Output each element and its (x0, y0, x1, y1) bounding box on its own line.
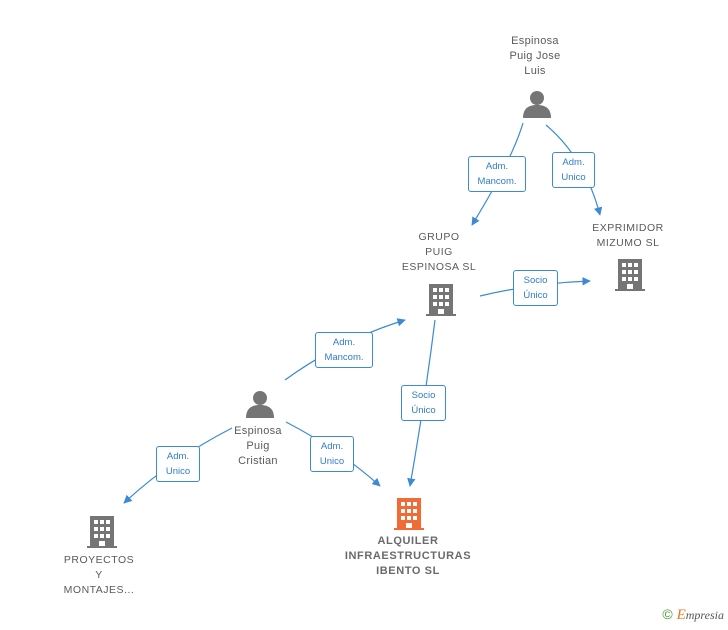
node-label-line: Luis (524, 65, 546, 77)
empresia-logo: Empresia (676, 607, 724, 623)
node-label-line: Puig (246, 440, 270, 452)
edge-label-cristian-to-alquiler: Adm. Unico (310, 436, 354, 472)
node-label-line: Cristian (238, 455, 278, 467)
node-proyectos-montajes[interactable]: PROYECTOS Y MONTAJES... (44, 553, 154, 598)
node-label-line: Espinosa (234, 425, 282, 437)
node-exprimidor-mizumo[interactable]: EXPRIMIDOR MIZUMO SL (578, 221, 678, 251)
node-label-line: EXPRIMIDOR (592, 222, 664, 234)
node-espinosa-puig-jose-luis[interactable]: Espinosa Puig Jose Luis (485, 34, 585, 79)
edge-label-jose-to-grupo: Adm. Mancom. (468, 156, 526, 192)
building-icon[interactable] (426, 284, 456, 316)
node-label-line: Espinosa (511, 35, 559, 47)
edge-label-line: Unico (319, 456, 345, 467)
edge-label-grupo-to-alquiler: Socio Único (401, 385, 446, 421)
building-icon[interactable] (87, 516, 117, 548)
node-label-line: IBENTO SL (376, 565, 440, 577)
node-label-line: Puig Jose (509, 50, 561, 62)
node-grupo-puig-espinosa[interactable]: GRUPO PUIG ESPINOSA SL (389, 230, 489, 275)
brand-initial: E (676, 607, 686, 623)
node-label-line: MONTAJES... (63, 584, 135, 596)
edge-label-line: Único (411, 405, 436, 416)
edge-label-line: Mancom. (324, 352, 364, 363)
edge-label-cristian-to-grupo: Adm. Mancom. (315, 332, 373, 368)
edge-label-line: Unico (561, 172, 586, 183)
edge-label-line: Adm. (166, 451, 190, 462)
node-label-line: PROYECTOS (63, 554, 135, 566)
copyright-icon: © (662, 606, 673, 622)
edge-label-grupo-to-exprimidor: Socio Único (513, 270, 558, 306)
edge-label-line: Mancom. (477, 176, 517, 187)
edge-label-line: Adm. (562, 157, 585, 168)
node-alquiler-infraestructuras[interactable]: ALQUILER INFRAESTRUCTURAS IBENTO SL (329, 534, 487, 579)
person-icon[interactable] (523, 91, 551, 118)
person-icon[interactable] (246, 391, 274, 418)
edge-label-line: Unico (165, 466, 191, 477)
node-label-line: ESPINOSA SL (401, 261, 477, 273)
edge-label-line: Adm. (320, 441, 344, 452)
edge-label-line: Único (523, 290, 548, 301)
node-espinosa-puig-cristian[interactable]: Espinosa Puig Cristian (208, 424, 308, 469)
building-icon[interactable] (394, 498, 424, 530)
copyright-mark: © Empresia (662, 606, 724, 624)
node-label-line: GRUPO (418, 231, 460, 243)
edge-label-line: Adm. (332, 337, 356, 348)
node-label-line: INFRAESTRUCTURAS (344, 550, 472, 562)
edge-label-cristian-to-proyectos: Adm. Unico (156, 446, 200, 482)
edge-label-line: Socio (523, 275, 548, 286)
node-label-line: Y (95, 569, 103, 581)
node-label-line: PUIG (425, 246, 453, 258)
edge-label-line: Adm. (485, 161, 509, 172)
brand-rest: mpresia (685, 608, 724, 622)
node-label-line: MIZUMO SL (596, 237, 660, 249)
edge-label-jose-to-exprimidor: Adm. Unico (552, 152, 595, 188)
edge-label-line: Socio (411, 390, 436, 401)
node-label-line: ALQUILER (377, 535, 439, 547)
building-icon[interactable] (615, 259, 645, 291)
